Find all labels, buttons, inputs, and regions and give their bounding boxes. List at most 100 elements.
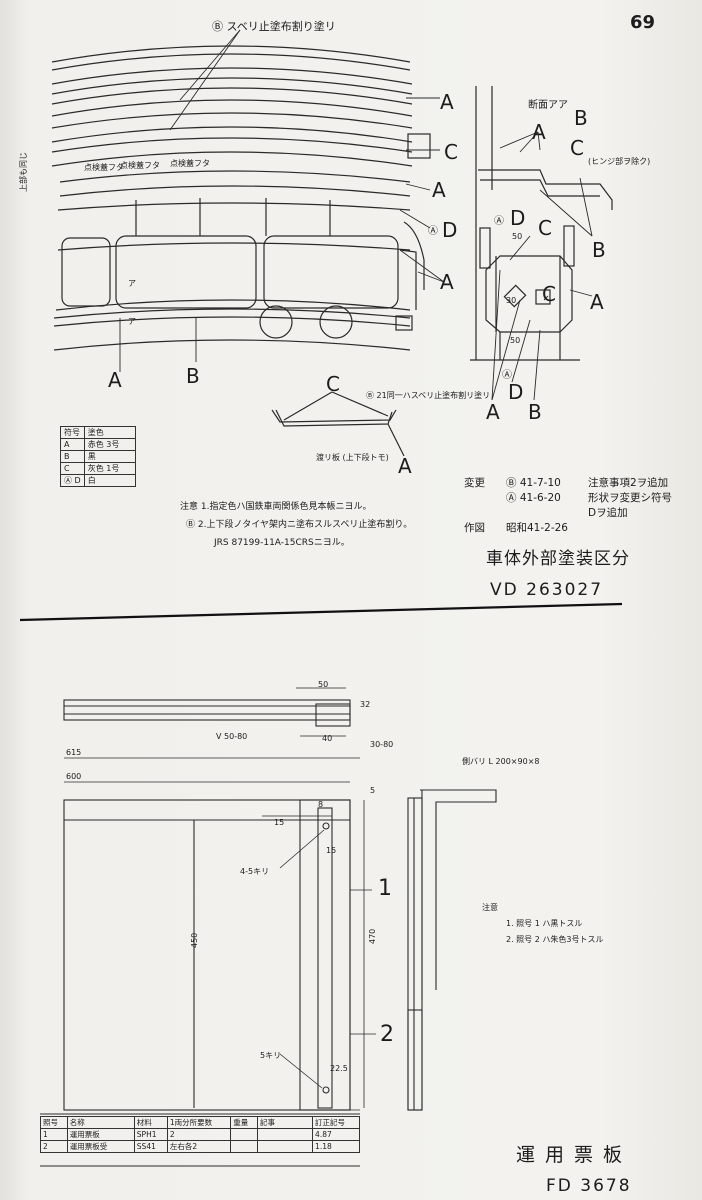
notes-top: 注意 1.指定色ハ国鉄車両関係色見本帳ニヨル。 Ⓑ 2.上下段ノタイヤ架内ニ塗布… [180, 498, 412, 552]
letter-a-1: A [440, 90, 454, 114]
annotation-hinge: (ヒンジ部ヲ除ク) [588, 157, 651, 166]
parts-table: 照号 名称 材料 1両分所要数 重量 記事 訂正記号 1 運用票板 SPH1 2… [40, 1116, 360, 1153]
letter-c-1: C [444, 140, 458, 164]
parts-cell: 4.87 [312, 1128, 360, 1141]
change-record: 変更 Ⓑ 41-7-10 注意事項2ヲ追加 Ⓐ 41-6-20 形状ヲ変更シ符号… [464, 476, 672, 536]
parts-cell: 2 [166, 1128, 232, 1141]
parts-cell: SS41 [133, 1140, 168, 1153]
parts-cell: 運用票板受 [66, 1140, 135, 1153]
letter-a-4: A [108, 368, 122, 392]
letter-d-1: D [442, 218, 458, 242]
top-drawing-code: VD 263027 [490, 580, 604, 600]
parts-cell [257, 1128, 314, 1141]
dim-50: 50 [318, 680, 329, 689]
change-row: Dヲ追加 [464, 506, 672, 521]
change-mark: Ⓐ 41-6-20 [506, 492, 561, 504]
annotation-cover-c: 点検蓋フタ [170, 159, 210, 168]
parts-header: 材料 [133, 1116, 168, 1129]
dim-50-top: 50 [512, 232, 523, 241]
letter-a-6: A [532, 120, 546, 144]
dim-8: 8 [318, 800, 324, 809]
color-table-cell: 黒 [83, 450, 136, 463]
dim-30-80: 30-80 [370, 740, 394, 749]
top-drawing-title: 車体外部塗装区分 [486, 549, 630, 569]
annotation-cover-a: 点検蓋フタ [84, 163, 124, 172]
color-table-cell: C [60, 462, 85, 475]
change-text: Dヲ追加 [588, 507, 628, 519]
letter-c-5: C [542, 282, 556, 306]
parts-header: 重量 [230, 1116, 259, 1129]
note-line: 注意 [482, 903, 498, 912]
annotation-rust-prevent-2: Ⓑ 21同一ハスベリ止塗布割リ塗リ [366, 391, 491, 400]
part-mark-1: 1 [378, 876, 392, 901]
color-table-cell: B [60, 450, 85, 463]
color-table-header: 符号 [60, 426, 85, 439]
parts-header: 記事 [257, 1116, 314, 1129]
body-end [395, 133, 431, 331]
parts-cell: 1 [40, 1128, 68, 1141]
parts-cell: 運用票板 [66, 1128, 135, 1141]
letter-c-3: C [570, 136, 584, 160]
parts-header: 照号 [40, 1116, 68, 1129]
parts-header: 訂正記号 [312, 1116, 360, 1129]
note-line: 1. 照号 1 ハ黒トスル [506, 919, 583, 928]
holes-4-5: 4-5キリ [240, 867, 270, 876]
parts-cell [230, 1140, 259, 1153]
letter-a-7: A [590, 290, 604, 314]
letter-a-8: A [486, 400, 500, 424]
parts-cell: 1.18 [312, 1140, 360, 1153]
annotation-bridge-plate: 渡リ板 (上下段トモ) [316, 453, 389, 462]
dim-32: 32 [360, 700, 371, 709]
dim-450: 450 [190, 932, 199, 948]
holes-5: 5キリ [260, 1051, 282, 1060]
color-table-header: 塗色 [83, 426, 136, 439]
letter-b-3: B [592, 238, 606, 262]
bridge-plate [271, 391, 405, 457]
page-number: 69 [630, 12, 656, 33]
dim-22-5: 22.5 [330, 1064, 348, 1073]
letter-b-1: B [186, 364, 200, 388]
change-label: 作図 [464, 522, 485, 534]
letter-d-2: D [510, 206, 526, 230]
change-text: 形状ヲ変更シ符号 [588, 492, 672, 504]
section-divider [19, 602, 623, 622]
dim-50-bottom: 50 [510, 336, 521, 345]
color-table-cell: A [60, 438, 85, 451]
section-mark-1: ア [128, 279, 136, 288]
dim-15: 15 [274, 818, 285, 827]
parts-cell [230, 1128, 259, 1141]
parts-cell: SPH1 [133, 1128, 168, 1141]
section-view [470, 86, 613, 361]
dim-470: 470 [368, 928, 377, 944]
annotation-left: 上部も同じ [19, 152, 28, 192]
bottom-drawing-title: 運用票板 [516, 1144, 633, 1166]
annotation-section: 断面アア [528, 100, 568, 111]
change-label [464, 491, 506, 506]
notes-bottom: 注意 1. 照号 1 ハ黒トスル 2. 照号 2 ハ朱色3号トスル [482, 900, 603, 948]
letter-c-2: C [326, 372, 340, 396]
color-table: 符号 塗色 A 赤色 3号 B 黒 C 灰色 1号 Ⓐ D 白 [60, 426, 136, 487]
parts-cell [257, 1140, 314, 1153]
note-line: 2. 照号 2 ハ朱色3号トスル [506, 935, 604, 944]
annotation-rust-prevent: Ⓑ スベリ止塗布割り塗リ [212, 20, 336, 33]
dim-5: 5 [370, 786, 376, 795]
change-label [464, 506, 506, 521]
letter-circ-a-1: Ⓐ [428, 226, 438, 237]
change-mark: Ⓑ 41-7-10 [506, 477, 561, 489]
parts-cell: 2 [40, 1140, 68, 1153]
section-mark-2: ア [128, 317, 136, 326]
change-text: 注意事項2ヲ追加 [588, 477, 669, 489]
dim-600: 600 [66, 772, 82, 781]
dim-15-b: 15 [326, 846, 337, 855]
body-panel-curves [51, 45, 413, 351]
letter-c-4: C [538, 216, 552, 240]
dim-615: 615 [66, 748, 82, 757]
color-table-cell: 灰色 1号 [83, 462, 136, 475]
note-line: 注意 1.指定色ハ国鉄車両関係色見本帳ニヨル。 [180, 502, 372, 512]
color-table-cell: 白 [83, 474, 136, 487]
bottom-linework [40, 687, 497, 1167]
change-label: 変更 [464, 477, 485, 489]
note-line: Ⓑ 2.上下段ノタイヤ架内ニ塗布スルスベリ止塗布割り。 [186, 520, 413, 530]
parts-header: 1両分所要数 [166, 1116, 232, 1129]
parts-header: 名称 [66, 1116, 135, 1129]
